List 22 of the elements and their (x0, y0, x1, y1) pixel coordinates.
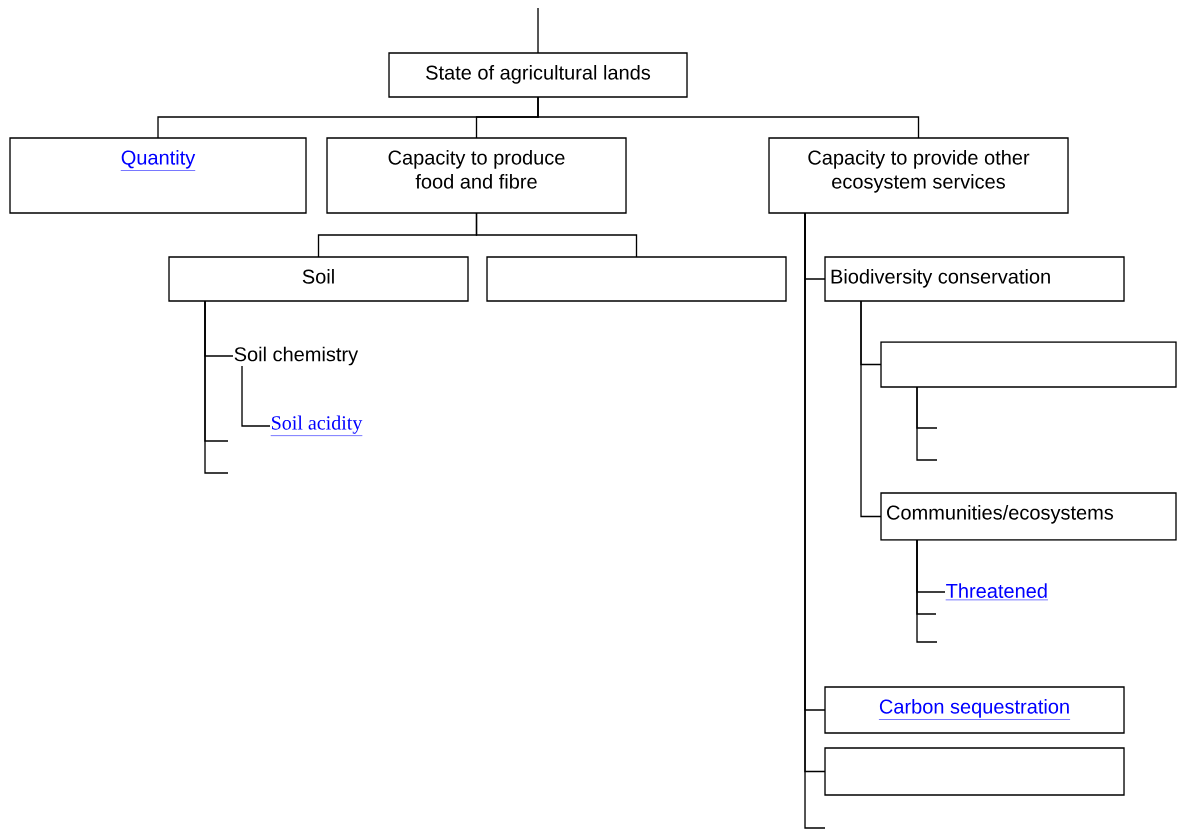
category-box: Communities/ecosystems (880, 492, 1177, 541)
connector-line (537, 7, 539, 54)
connector-line (916, 386, 938, 461)
category-box: State of agricultural lands (388, 52, 688, 98)
connector-line (916, 539, 938, 643)
empty-box (880, 341, 1177, 388)
connector-line (475, 212, 638, 258)
category-box: Soil (168, 256, 469, 302)
connector-line (860, 300, 882, 518)
empty-box (824, 747, 1125, 796)
category-box: Quantity (9, 137, 307, 214)
category-box: Biodiversity conservation (824, 256, 1125, 302)
connector-line (204, 300, 229, 474)
category-box: Capacity to produce food and fibre (326, 137, 627, 214)
link-text: Soil acidity (270, 415, 363, 436)
category-box: Capacity to provide other ecosystem services (768, 137, 1069, 214)
link-text: Threatened (945, 583, 1049, 601)
connector-line (537, 96, 920, 139)
category-box: Carbon sequestration (824, 686, 1125, 734)
label-text: Soil chemistry (234, 346, 359, 366)
empty-box (486, 256, 787, 302)
connector-line (241, 365, 271, 427)
